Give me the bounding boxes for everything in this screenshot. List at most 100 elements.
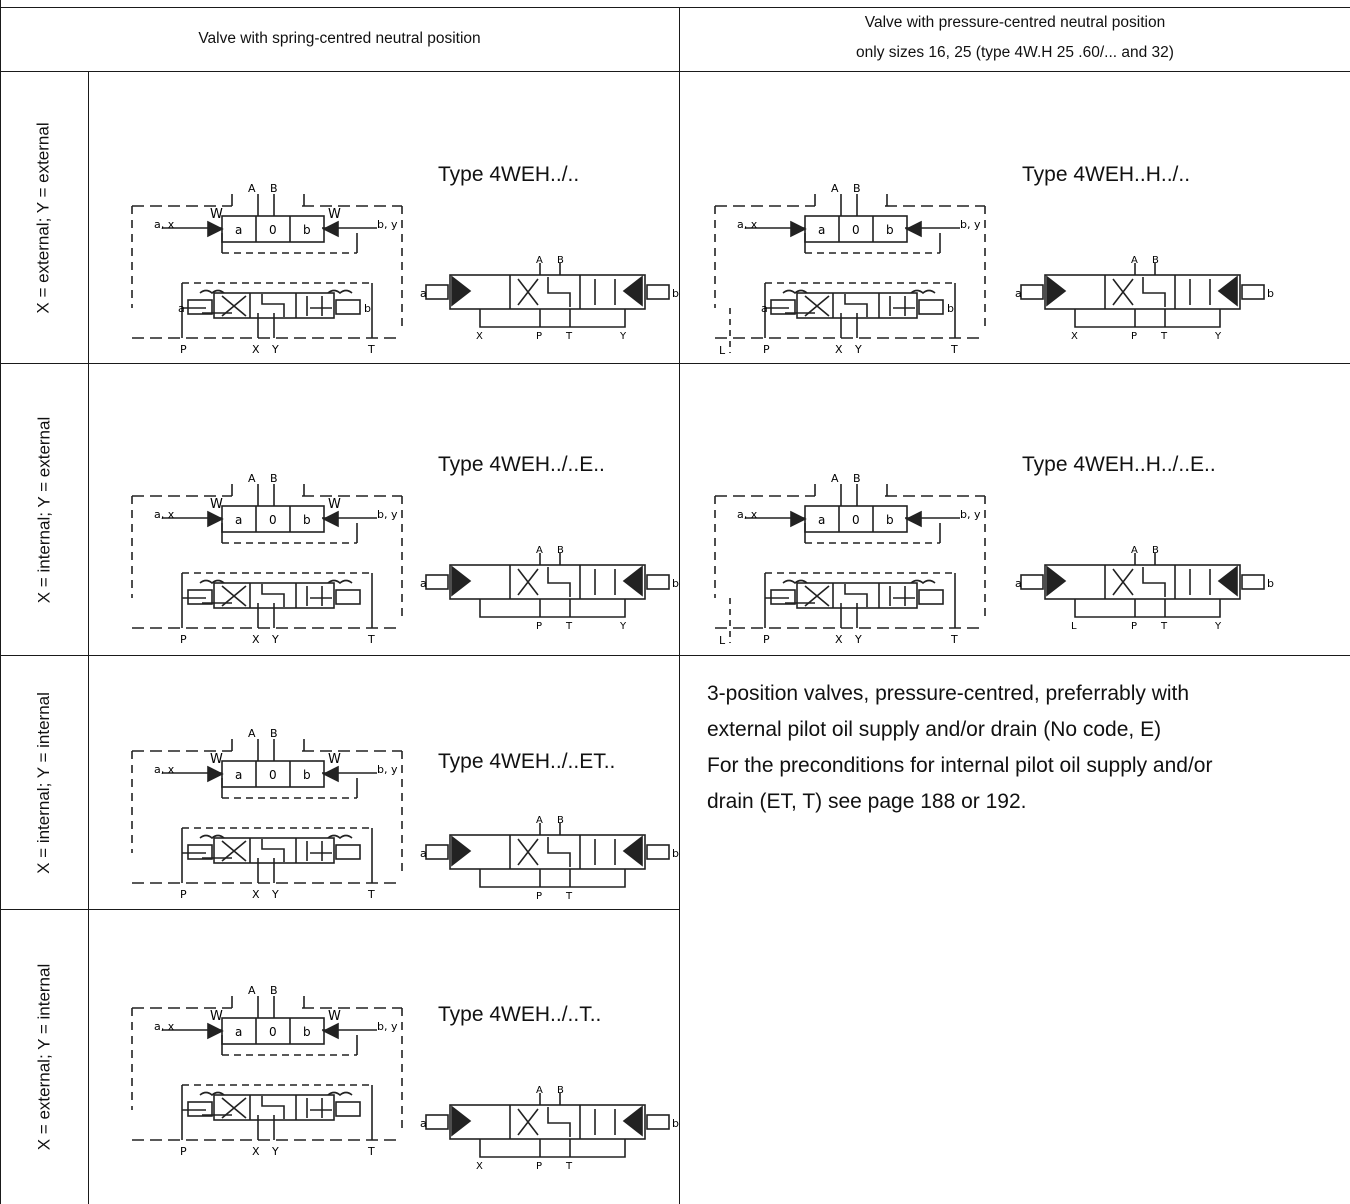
port-X: X — [252, 888, 260, 901]
port-B: B — [270, 472, 278, 485]
valve-diagram-spring-row1: A B a 0 b W W a, x b, y a b P X Y T — [131, 182, 403, 356]
sym-A: A — [536, 545, 543, 556]
port-L: L — [719, 634, 726, 647]
sym-T: T — [565, 331, 573, 342]
sym-B: B — [1152, 545, 1159, 556]
sym-P: P — [1131, 331, 1137, 342]
pilot-b: b — [303, 768, 311, 782]
label-by: b, y — [377, 1020, 398, 1033]
pilot-0: 0 — [269, 1025, 277, 1039]
valve-symbol-pressure-row1: a b A B X P T Y — [1015, 255, 1274, 342]
port-T: T — [950, 633, 958, 646]
pressure-centred-note: 3-position valves, pressure-centred, pre… — [707, 676, 1337, 820]
sym-b: b — [672, 1117, 679, 1130]
label-ax: a, x — [154, 1020, 175, 1033]
valve-symbol-spring-row4: a b A B X P T — [420, 1085, 679, 1172]
port-B: B — [853, 472, 861, 485]
col-divider-main — [679, 7, 680, 1204]
valve-symbol-spring-row3: a b A B P T — [420, 815, 679, 902]
label-ax: a, x — [154, 508, 175, 521]
port-A: A — [831, 472, 839, 485]
sym-B: B — [557, 545, 564, 556]
label-ax: a, x — [154, 218, 175, 231]
row-divider-2 — [0, 655, 1350, 656]
row-label-4: X = external; Y = internal — [34, 963, 53, 1151]
spring-w-left: W — [210, 497, 223, 512]
sym-P: P — [1131, 621, 1137, 632]
port-X: X — [252, 1145, 260, 1158]
port-P: P — [180, 343, 187, 356]
table-top-border — [0, 7, 1350, 8]
port-Y: Y — [271, 1145, 279, 1158]
port-A: A — [248, 984, 256, 997]
spring-w-left: W — [210, 1009, 223, 1024]
port-P: P — [180, 888, 187, 901]
spring-w-right: W — [328, 752, 341, 767]
sym-Y: Y — [1214, 621, 1222, 632]
label-by: b, y — [960, 218, 981, 231]
port-A: A — [248, 727, 256, 740]
sym-T: T — [1160, 621, 1168, 632]
pilot-a: a — [235, 1025, 242, 1039]
port-P: P — [180, 1145, 187, 1158]
port-A: A — [831, 182, 839, 195]
row-label-2: X = internal; Y = external — [34, 416, 53, 603]
port-P: P — [763, 343, 770, 356]
sym-X: X — [476, 331, 483, 342]
pilot-a: a — [818, 513, 825, 527]
port-X: X — [252, 343, 260, 356]
sym-B: B — [557, 1085, 564, 1096]
port-L: L — [719, 344, 726, 357]
sym-b: b — [672, 577, 679, 590]
port-B: B — [853, 182, 861, 195]
sym-T: T — [1160, 331, 1168, 342]
port-B: B — [270, 727, 278, 740]
sym-b: b — [1267, 577, 1274, 590]
port-T: T — [367, 1145, 375, 1158]
port-Y: Y — [854, 343, 862, 356]
type-label-pressure-2: Type 4WEH..H../..E.. — [1022, 453, 1216, 476]
sym-B: B — [557, 255, 564, 266]
pilot-b: b — [303, 223, 311, 237]
pilot-b: b — [886, 513, 894, 527]
note-line-1: 3-position valves, pressure-centred, pre… — [707, 682, 1190, 705]
sym-a: a — [420, 847, 427, 860]
port-X: X — [252, 633, 260, 646]
pilot-0: 0 — [269, 768, 277, 782]
port-P: P — [763, 633, 770, 646]
type-label-spring-1: Type 4WEH../.. — [438, 163, 580, 186]
valve-diagram-spring-row2: A B a 0 b W W a, x b, y P X Y T — [131, 472, 403, 646]
sym-T: T — [565, 891, 573, 902]
valve-symbol-spring-row1: a b A B X P T Y — [420, 255, 679, 342]
port-Y: Y — [271, 633, 279, 646]
sym-a: a — [420, 287, 427, 300]
header-pressure-centred-line2: only sizes 16, 25 (type 4W.H 25 .60/... … — [856, 44, 1174, 61]
pilot-b: b — [886, 223, 894, 237]
note-line-2: external pilot oil supply and/or drain (… — [707, 718, 1162, 741]
header-divider — [0, 71, 1350, 72]
port-P: P — [180, 633, 187, 646]
valve-symbol-pressure-row2: a b A B L P T Y — [1015, 545, 1274, 632]
port-B: B — [270, 984, 278, 997]
sym-X: X — [1071, 331, 1078, 342]
solenoid-a: a — [761, 302, 768, 315]
valve-diagram-spring-row4: A B a 0 b W W a, x b, y P X Y T — [131, 984, 403, 1158]
port-X: X — [835, 633, 843, 646]
sym-L: L — [1071, 621, 1077, 632]
header-pressure-centred-line1: Valve with pressure-centred neutral posi… — [864, 14, 1166, 31]
sym-b: b — [672, 847, 679, 860]
label-ax: a, x — [737, 508, 758, 521]
type-label-pressure-1: Type 4WEH..H../.. — [1022, 163, 1191, 186]
note-line-3: For the preconditions for internal pilot… — [707, 754, 1213, 777]
pilot-b: b — [303, 1025, 311, 1039]
sym-b: b — [1267, 287, 1274, 300]
sym-A: A — [536, 255, 543, 266]
spring-w-right: W — [328, 207, 341, 222]
sym-A: A — [536, 815, 543, 826]
pilot-0: 0 — [269, 513, 277, 527]
sym-P: P — [536, 1161, 542, 1172]
pilot-a: a — [818, 223, 825, 237]
pilot-0: 0 — [852, 513, 860, 527]
sym-P: P — [536, 891, 542, 902]
spring-w-left: W — [210, 207, 223, 222]
